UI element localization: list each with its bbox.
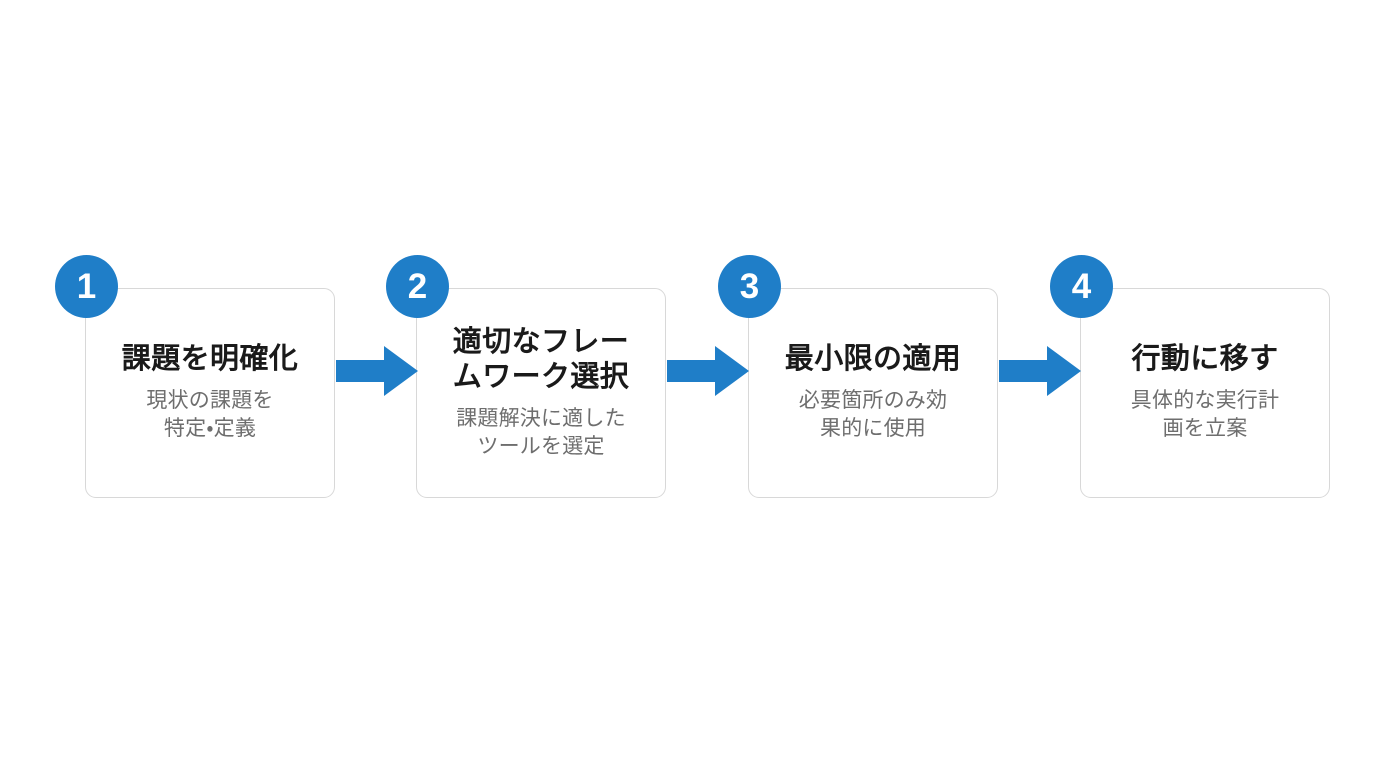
step-card-2[interactable]: 適切なフレー ムワーク選択 課題解決に適した ツールを選定	[416, 288, 666, 498]
step-number-badge-3: 3	[718, 255, 781, 318]
step-description-4: 具体的な実行計 画を立案	[1130, 388, 1280, 441]
step-card-3[interactable]: 最小限の適用 必要箇所のみ効 果的に使用	[748, 288, 998, 498]
step-title-1: 課題を明確化	[121, 343, 299, 376]
step-description-2: 課題解決に適した ツールを選定	[456, 406, 626, 458]
step-title-4: 行動に移す	[1131, 343, 1279, 376]
step-title-2: 適切なフレー ムワーク選択	[452, 325, 630, 394]
flow-arrow-3	[999, 346, 1081, 396]
step-number-badge-2: 2	[386, 255, 449, 318]
flow-arrow-1	[336, 346, 418, 396]
flow-arrow-2	[667, 346, 749, 396]
process-step-1[interactable]: 課題を明確化 現状の課題を 特定・定義 1	[55, 255, 335, 498]
step-number-badge-4: 4	[1050, 255, 1113, 318]
step-description-1: 現状の課題を 特定・定義	[146, 388, 274, 441]
process-step-3[interactable]: 最小限の適用 必要箇所のみ効 果的に使用 3	[718, 255, 998, 498]
process-step-2[interactable]: 適切なフレー ムワーク選択 課題解決に適した ツールを選定 2	[386, 255, 666, 498]
step-title-3: 最小限の適用	[784, 343, 962, 376]
step-description-3: 必要箇所のみ効 果的に使用	[798, 388, 948, 441]
step-card-4[interactable]: 行動に移す 具体的な実行計 画を立案	[1080, 288, 1330, 498]
step-card-1[interactable]: 課題を明確化 現状の課題を 特定・定義	[85, 288, 335, 498]
step-number-badge-1: 1	[55, 255, 118, 318]
process-step-4[interactable]: 行動に移す 具体的な実行計 画を立案 4	[1050, 255, 1330, 498]
